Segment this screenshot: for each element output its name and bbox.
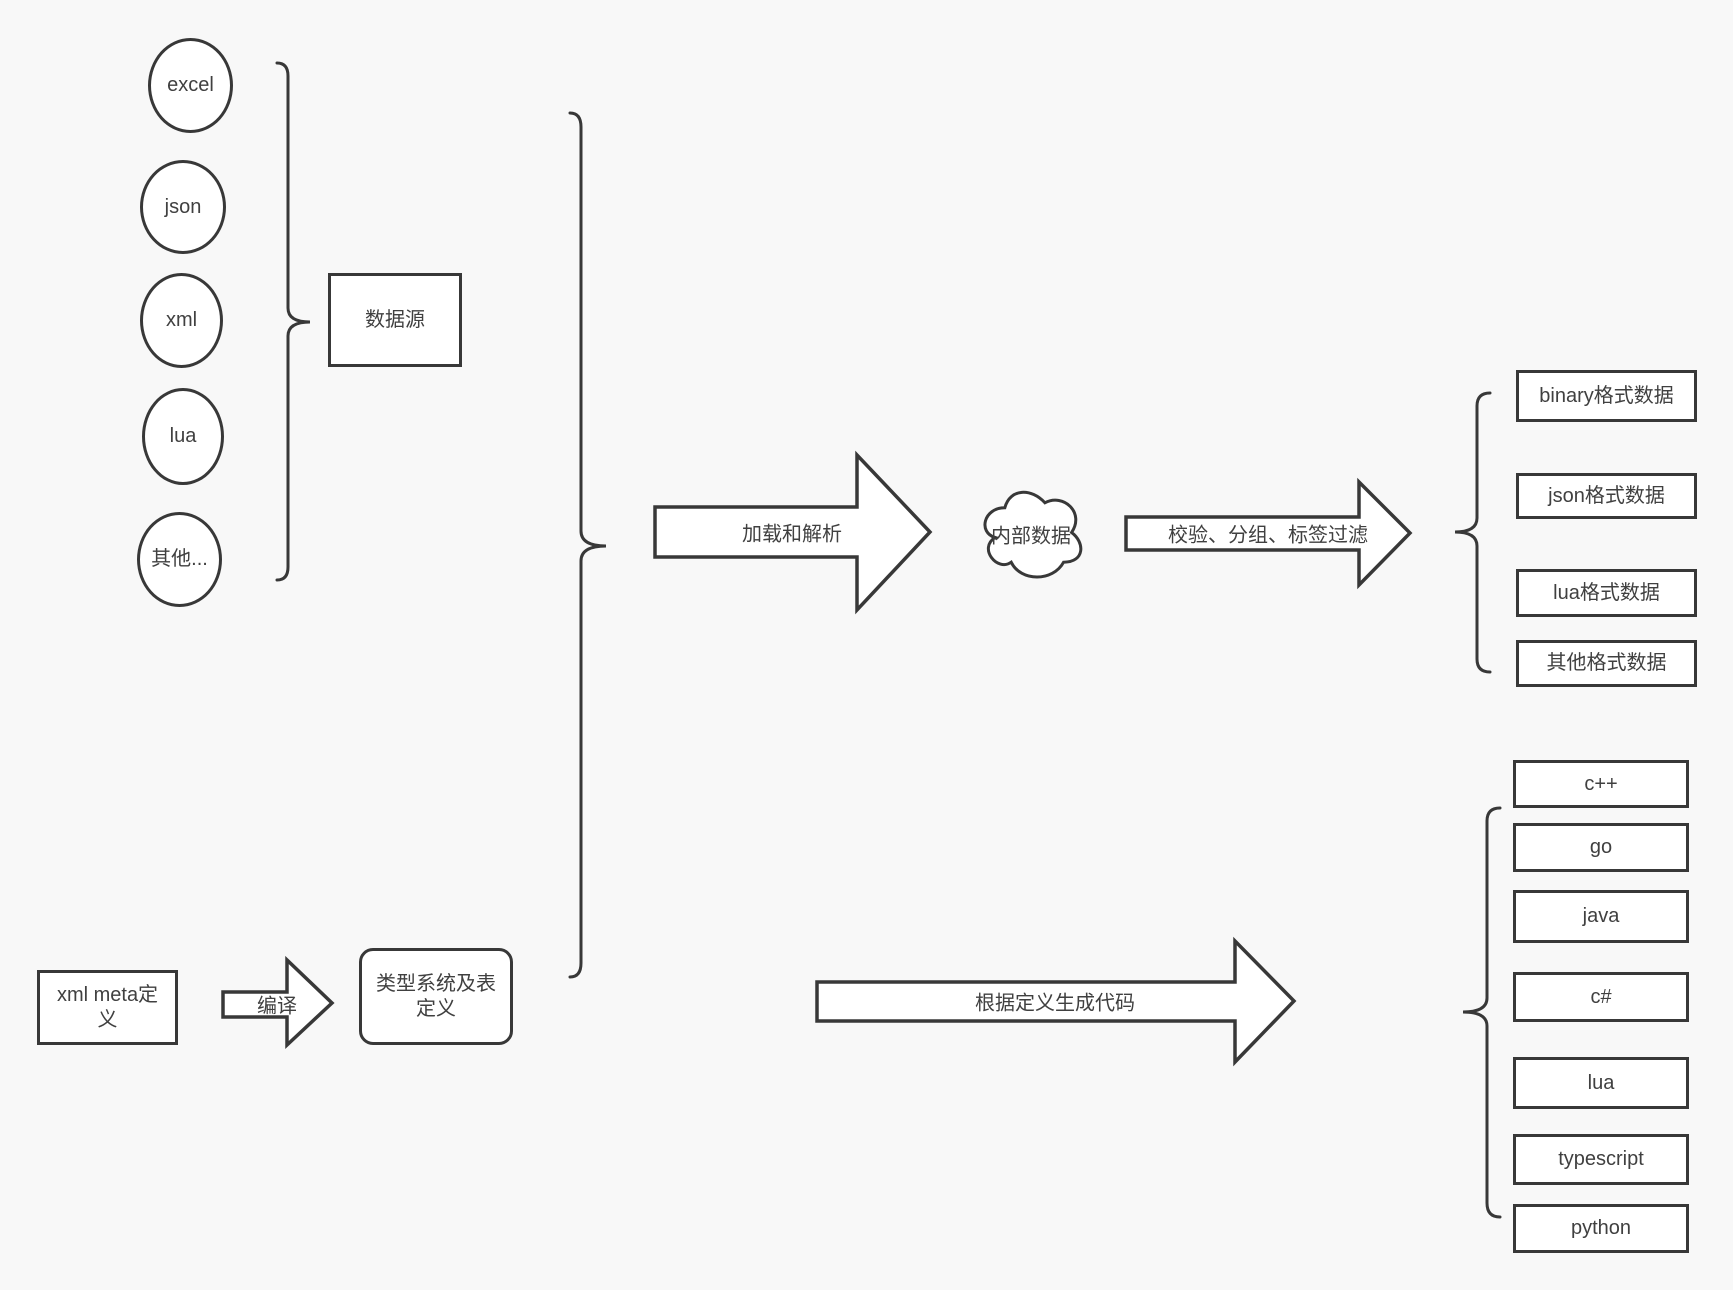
data-sources-brace [275, 61, 311, 582]
language-box-lua: lua [1513, 1057, 1689, 1109]
language-label: typescript [1558, 1148, 1644, 1170]
language-box-python: python [1513, 1204, 1689, 1253]
load-parse-arrow [653, 450, 933, 615]
format-label: 其他格式数据 [1546, 652, 1667, 674]
format-box-binary: binary格式数据 [1516, 370, 1697, 422]
language-label: python [1570, 1217, 1632, 1239]
source-label: excel [167, 74, 214, 96]
source-ellipse-lua: lua [142, 388, 224, 485]
filter-arrow [1124, 477, 1413, 590]
language-box-cpp: c++ [1513, 760, 1689, 808]
internal-data-cloud [983, 490, 1083, 579]
source-ellipse-json: json [140, 160, 226, 254]
source-label: json [164, 195, 202, 218]
data-source-label-box: 数据源 [328, 273, 462, 367]
format-box-other: 其他格式数据 [1516, 640, 1697, 687]
language-label: lua [1587, 1071, 1615, 1094]
type-system-label: 类型系统及表定义 [376, 972, 496, 1020]
generate-code-arrow [815, 936, 1297, 1067]
format-box-json: json格式数据 [1516, 473, 1697, 519]
source-label: xml [165, 309, 198, 331]
xml-meta-box: xml meta定义 [37, 970, 178, 1045]
source-ellipse-other: 其他... [137, 512, 222, 607]
language-box-java: java [1513, 890, 1689, 943]
language-box-go: go [1513, 823, 1689, 872]
data-source-label: 数据源 [365, 308, 425, 331]
language-label: c++ [1584, 772, 1618, 795]
language-label: c# [1590, 985, 1612, 1008]
source-ellipse-excel: excel [148, 38, 233, 133]
language-label: go [1589, 836, 1613, 858]
format-box-lua: lua格式数据 [1516, 569, 1697, 617]
compile-arrow [221, 955, 335, 1050]
source-label: 其他... [151, 548, 208, 570]
format-label: binary格式数据 [1539, 384, 1674, 407]
internal-data-label: 内部数据 [991, 525, 1071, 548]
source-ellipse-xml: xml [140, 273, 223, 368]
compile-arrow-label: 编译 [257, 995, 297, 1018]
pipeline-brace [568, 111, 607, 979]
filter-arrow-label: 校验、分组、标签过滤 [1168, 524, 1368, 547]
type-system-box: 类型系统及表定义 [359, 948, 513, 1045]
format-label: lua格式数据 [1553, 581, 1660, 604]
formats-brace [1454, 391, 1492, 674]
languages-brace [1462, 806, 1502, 1219]
load-parse-arrow-label: 加载和解析 [742, 523, 842, 546]
language-label: java [1582, 905, 1620, 927]
language-box-csharp: c# [1513, 972, 1689, 1022]
format-label: json格式数据 [1548, 484, 1665, 507]
generate-code-arrow-label: 根据定义生成代码 [975, 992, 1135, 1015]
language-box-typescript: typescript [1513, 1134, 1689, 1185]
source-label: lua [169, 425, 197, 447]
xml-meta-label: xml meta定义 [56, 983, 159, 1031]
